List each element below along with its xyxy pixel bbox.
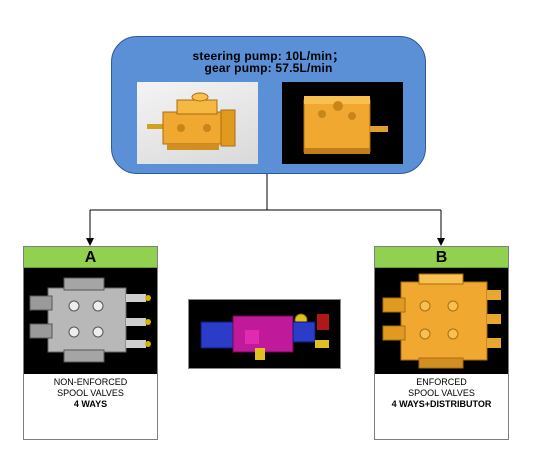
valve-assembly-image — [188, 299, 341, 369]
enforced-valve-image — [375, 268, 508, 374]
panel-b-header: B — [375, 247, 508, 268]
panel-b-text-line2: SPOOL VALVES — [408, 388, 475, 398]
gear-pump-label: gear pump: 57.5L/min — [204, 61, 333, 75]
steering-pump-image — [137, 82, 258, 164]
steering-pump-label: steering pump: 10L/min； — [192, 49, 345, 63]
panel-b: B ENFORCED SPOOL VALVES 4 WAYS+DISTRIBUT… — [374, 246, 509, 440]
panel-a-text-line2: SPOOL VALVES — [57, 388, 124, 398]
panel-a-text-line3: 4 WAYS — [73, 399, 108, 409]
panel-b-text-line1: ENFORCED — [416, 377, 467, 387]
panel-a-header: A — [24, 247, 157, 268]
gear-pump-image — [282, 82, 403, 164]
panel-a-text-line1: NON-ENFORCED — [53, 377, 128, 387]
panel-a: A NON-ENFORCED SPOOL VALVES 4 WAYS — [23, 246, 158, 440]
non-enforced-valve-image — [24, 268, 157, 374]
panel-b-text-line3: 4 WAYS+DISTRIBUTOR — [391, 399, 492, 409]
pump-spec-box: steering pump: 10L/min； gear pump: 57.5L… — [111, 36, 426, 174]
